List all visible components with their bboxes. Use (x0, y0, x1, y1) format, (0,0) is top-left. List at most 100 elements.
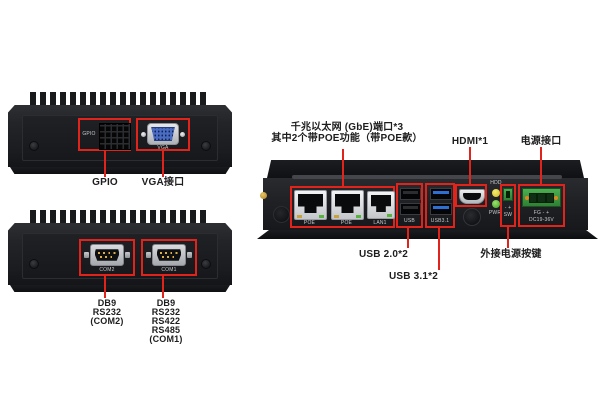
hdd-led-label: HDD (490, 180, 502, 186)
vga-callout: VGA接口 (141, 177, 185, 188)
poe-port-2 (331, 190, 364, 220)
com1-callout-line (162, 275, 164, 298)
vga-shell (147, 123, 179, 145)
pwr-led-label: PWR (488, 210, 502, 216)
db9-pins (159, 252, 179, 255)
screw (29, 259, 39, 269)
power-button-callout-line (507, 227, 509, 248)
power-pins-label: FG - + (533, 210, 550, 216)
usb2-label: USB (404, 218, 415, 224)
gpio-callout-line (104, 151, 106, 177)
callout-line: RS232 (92, 307, 122, 317)
chassis-base (10, 167, 230, 174)
rj45-jack (371, 195, 391, 212)
usb2-port-bottom (400, 203, 421, 215)
rj45-jack (335, 194, 360, 213)
terminal-screw (553, 195, 558, 200)
sw-polarity-label: - + (504, 205, 512, 211)
db9-shell (152, 244, 186, 266)
hdmi-callout-line (469, 147, 471, 185)
usb2-port-top (400, 188, 421, 200)
reset-button (463, 208, 481, 226)
power-highlight-box: FG - + DC19-36V (518, 184, 565, 227)
com2-callout: DB9 RS232 (COM2) (79, 299, 135, 326)
usb3-label: USB3.1 (430, 218, 450, 224)
vga-screw (141, 131, 146, 137)
com1-db9-connector (145, 244, 193, 266)
act-led (319, 215, 324, 218)
screw (29, 141, 39, 151)
poe-port-1 (294, 190, 327, 220)
vga-highlight-box: VGA (136, 118, 190, 151)
screw (201, 259, 211, 269)
vga-connector (140, 123, 186, 145)
usb3-port-top (430, 188, 452, 200)
ethernet-callout: 千兆以太网 (GbE)端口*3 其中2个带POE功能（带POE款） (238, 122, 456, 144)
sw-highlight-box: - + SW (500, 184, 516, 227)
vga-callout-line (162, 151, 164, 177)
hex-standoff (125, 252, 130, 258)
lid-seam (292, 175, 562, 179)
power-button-callout: 外接电源按键 (480, 249, 542, 260)
pwr-led (492, 200, 500, 208)
act-led (356, 215, 361, 218)
panel-hole (273, 206, 290, 223)
usb3-callout-line (438, 228, 440, 270)
usb-tab (433, 191, 449, 194)
terminal-slot (508, 191, 510, 198)
vga-insert (151, 126, 175, 142)
rear-panel-device: GPIO VGA (8, 92, 232, 176)
usb2-callout-line (407, 228, 409, 248)
callout-line: RS422 (151, 316, 181, 326)
lan1-port (367, 191, 395, 219)
ethernet-callout-line (342, 149, 344, 187)
com1-callout: DB9 RS232 RS422 RS485 (COM1) (137, 299, 195, 344)
usb-tab (403, 191, 418, 194)
callout-line: RS232 (151, 307, 181, 317)
terminal-screw (525, 195, 529, 200)
power-callout-line (540, 147, 542, 185)
db9-pins (161, 255, 178, 258)
com-panel-device: COM2 COM1 (8, 210, 232, 294)
db9-pins (97, 252, 117, 255)
link-led (334, 215, 339, 218)
db9-pins (99, 255, 116, 258)
hdd-led (492, 189, 500, 197)
top-lid (267, 160, 584, 178)
hex-standoff (187, 252, 192, 258)
link-led (297, 215, 302, 218)
terminal-slot (537, 192, 546, 203)
chassis-base (10, 285, 230, 292)
com1-highlight-box: COM1 (141, 239, 197, 276)
com2-callout-line (104, 275, 106, 298)
hex-standoff (84, 252, 89, 258)
com2-db9-connector (83, 244, 131, 266)
usb3-port-bottom (430, 203, 452, 215)
callout-line: (COM2) (90, 316, 124, 326)
poe1-label: POE (303, 220, 316, 226)
callout-line: DB9 (156, 298, 176, 308)
poe2-label: POE (340, 220, 353, 226)
db9-insert (156, 249, 182, 261)
usb3-highlight-box: USB3.1 (425, 183, 455, 228)
usb-tab (433, 206, 449, 209)
ethernet-highlight-box: POE POE LAN1 (290, 186, 395, 228)
callout-line: RS485 (151, 325, 181, 335)
callout-line: DB9 (97, 298, 117, 308)
lan1-label: LAN1 (373, 220, 387, 226)
com1-port-label: COM1 (161, 267, 177, 273)
usb2-highlight-box: USB (396, 183, 423, 228)
callout-line: 千兆以太网 (GbE)端口*3 (290, 122, 404, 133)
hex-standoff (146, 252, 151, 258)
power-callout: 电源接口 (520, 136, 562, 147)
antenna-hole (260, 192, 267, 199)
usb3-callout: USB 3.1*2 (388, 271, 439, 282)
terminal-slot (545, 192, 554, 203)
act-led (387, 214, 392, 217)
gpio-highlight-box: GPIO (78, 118, 131, 151)
sw-label: SW (503, 212, 513, 218)
front-panel-device: POE POE LAN1 USB USB3.1 HDD PWR (257, 160, 598, 242)
screw (201, 141, 211, 151)
heatsink-fins (30, 210, 210, 223)
